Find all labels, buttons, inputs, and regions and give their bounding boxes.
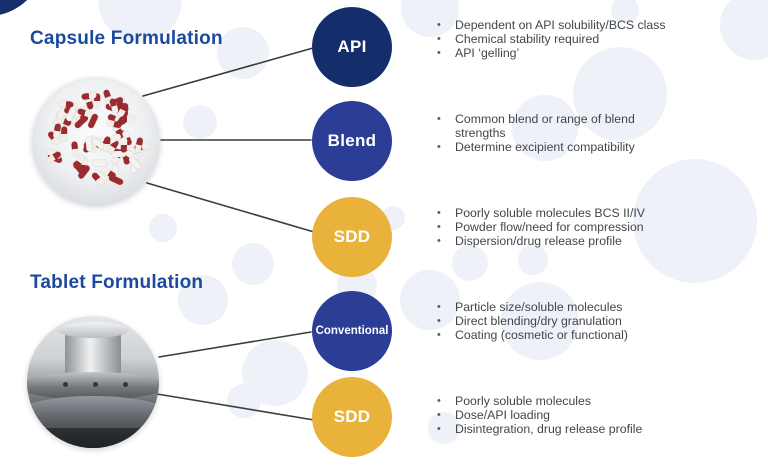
- line-tablet-sdd: [156, 393, 315, 421]
- capsule-plate-photo: [32, 77, 160, 205]
- node-sdd-tablet-label: SDD: [333, 407, 371, 426]
- tablet-formulation-title: Tablet Formulation: [30, 272, 204, 293]
- line-capsule-sdd: [146, 182, 315, 233]
- sdd-capsule-bullet-list: Poorly soluble molecules BCS II/IV Powde…: [433, 206, 685, 248]
- node-blend: Blend: [312, 101, 392, 181]
- tablet-press-bolt: [63, 382, 68, 387]
- node-blend-label: Blend: [327, 131, 377, 150]
- api-bullet-list: Dependent on API solubility/BCS class Ch…: [433, 18, 685, 60]
- line-capsule-api: [142, 47, 314, 97]
- tablet-press-bolt: [123, 382, 128, 387]
- tablet-press-top-cap: [57, 322, 129, 338]
- node-sdd-capsule-label: SDD: [333, 227, 371, 246]
- capsule-pill: [92, 160, 108, 167]
- node-conventional: Conventional: [312, 291, 392, 371]
- node-sdd-capsule: SDD: [312, 197, 392, 277]
- bullet-item: Direct blending/dry granulation: [433, 314, 685, 328]
- bullet-item: Dispersion/drug release profile: [433, 234, 685, 248]
- capsule-pill: [127, 155, 143, 171]
- bullet-item: Dose/API loading: [433, 408, 685, 422]
- node-api: API: [312, 7, 392, 87]
- bullet-item: Powder flow/need for compression: [433, 220, 685, 234]
- line-tablet-conventional: [158, 331, 312, 358]
- bullet-item: Disintegration, drug release profile: [433, 422, 685, 436]
- blend-bullet-list: Common blend or range of blend strengths…: [433, 112, 685, 154]
- bullet-item: Particle size/soluble molecules: [433, 300, 685, 314]
- conventional-bullet-list: Particle size/soluble molecules Direct b…: [433, 300, 685, 342]
- capsule-pill: [120, 137, 128, 153]
- capsule-pill: [71, 141, 80, 157]
- node-api-label: API: [337, 37, 367, 56]
- capsule-pill: [84, 136, 93, 152]
- node-sdd-tablet: SDD: [312, 377, 392, 457]
- bullet-item: Chemical stability required: [433, 32, 685, 46]
- bullet-item: Poorly soluble molecules: [433, 394, 685, 408]
- bullet-item: Poorly soluble molecules BCS II/IV: [433, 206, 685, 220]
- bullet-item: Determine excipient compatibility: [433, 140, 685, 154]
- bullet-item: API ‘gelling’: [433, 46, 685, 60]
- node-conventional-label: Conventional: [315, 325, 389, 337]
- bullet-item: Coating (cosmetic or functional): [433, 328, 685, 342]
- corner-accent-shape: [0, 0, 28, 15]
- sdd-tablet-bullet-list: Poorly soluble molecules Dose/API loadin…: [433, 394, 685, 436]
- tablet-press-bolt: [93, 382, 98, 387]
- capsule-formulation-title: Capsule Formulation: [30, 28, 223, 49]
- capsule-pill: [119, 115, 136, 123]
- tablet-press-photo: [27, 316, 159, 448]
- capsule-pill: [60, 126, 68, 143]
- tablet-press-base: [27, 428, 159, 448]
- bullet-item: Common blend or range of blend strengths: [433, 112, 685, 140]
- bullet-item: Dependent on API solubility/BCS class: [433, 18, 685, 32]
- connector-lines: [142, 47, 315, 421]
